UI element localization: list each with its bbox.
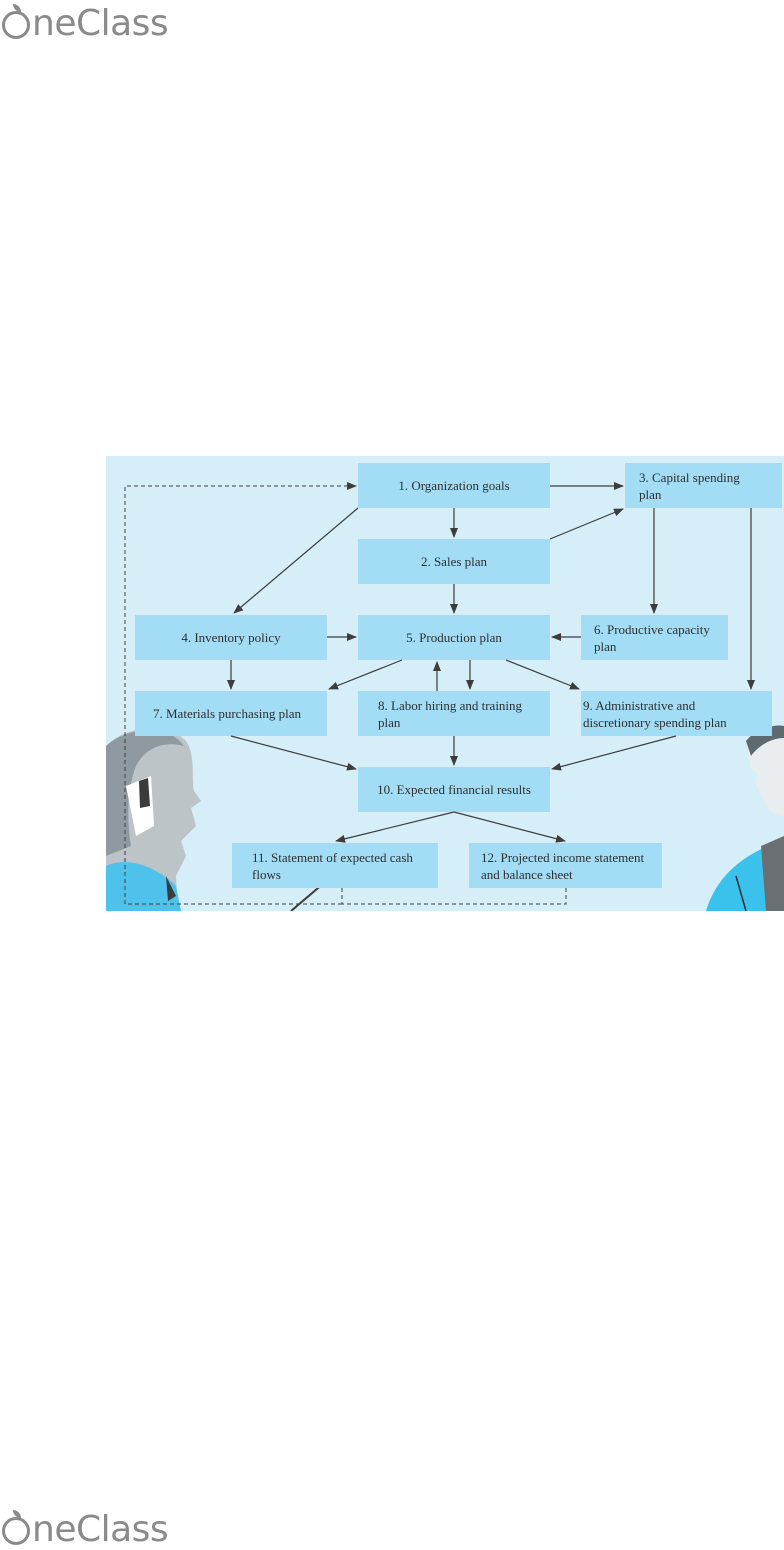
node-inventory-policy: 4. Inventory policy (135, 615, 327, 660)
node-projected-income-statement: 12. Projected income statement and balan… (469, 843, 662, 888)
apple-o-icon (2, 1510, 30, 1545)
node-expected-financial-results: 10. Expected financial results (358, 767, 550, 812)
apple-o-icon (2, 4, 30, 39)
budget-process-diagram: 1. Organization goals 3. Capital spendin… (106, 456, 784, 911)
node-materials-purchasing-plan: 7. Materials purchasing plan (135, 691, 327, 736)
illustration-background (106, 725, 784, 911)
logo-text: neClass (32, 2, 169, 44)
oneclass-logo: neClass (2, 2, 169, 44)
man-illustration (706, 725, 784, 911)
node-capital-spending-plan: 3. Capital spending plan (625, 463, 782, 508)
node-productive-capacity-plan: 6. Productive capacity plan (581, 615, 728, 660)
node-sales-plan: 2. Sales plan (358, 539, 550, 584)
node-labor-hiring-training-plan: 8. Labor hiring and training plan (358, 691, 550, 736)
logo-text: neClass (32, 1508, 169, 1550)
node-statement-expected-cash-flows: 11. Statement of expected cash flows (232, 843, 438, 888)
node-administrative-spending-plan: 9. Administrative and discretionary spen… (581, 691, 772, 736)
node-organization-goals: 1. Organization goals (358, 463, 550, 508)
oneclass-logo-footer: neClass (2, 1508, 169, 1550)
node-production-plan: 5. Production plan (358, 615, 550, 660)
